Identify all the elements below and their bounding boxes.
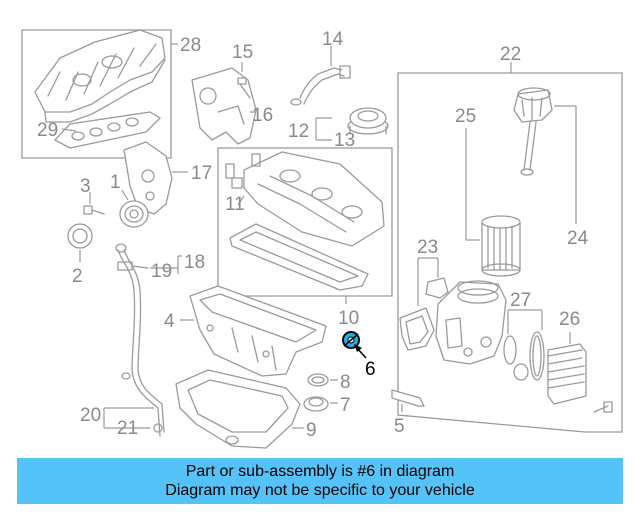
arrow-to-part-6 [354,344,367,359]
valve-cover [225,151,385,247]
o-rings [503,331,545,381]
callout-3: 3 [80,176,91,197]
seal-ring-8 [307,373,329,387]
callout-19: 19 [151,261,172,282]
callout-17: 17 [191,163,212,184]
intake-gasket [54,111,161,149]
callout-8: 8 [340,372,351,393]
oil-filter-housing [435,280,507,365]
breather-hose [290,65,351,106]
callout-16: 16 [252,105,273,126]
banner-line-2: Diagram may not be specific to your vehi… [165,482,475,499]
part-5 [391,389,425,407]
crank-bolt [83,205,105,215]
front-cover [123,141,173,215]
oil-cooler [547,343,613,413]
callout-26: 26 [559,309,580,330]
callout-9: 9 [306,420,317,441]
callout-18: 18 [184,252,205,273]
dipstick-clip [117,261,149,271]
callout-28: 28 [180,35,201,56]
filler-neck [231,177,243,189]
crank-seal [67,223,93,249]
callout-6: 6 [365,359,376,380]
callout-15: 15 [232,42,253,63]
callout-5: 5 [394,416,405,437]
dipstick-tube [115,243,165,437]
oil-filler-cap [347,107,389,135]
oil-filter-element [481,215,521,277]
callout-25: 25 [455,106,476,127]
callout-10: 10 [338,308,359,329]
callout-14: 14 [322,29,344,50]
callout-23: 23 [417,237,438,258]
cylinder-head-cover-frame [217,147,393,297]
oil-filter-housing-frame [397,72,623,433]
callout-24: 24 [567,228,589,249]
callout-20: 20 [80,405,101,426]
info-banner: Part or sub-assembly is #6 in diagram Di… [17,458,623,504]
callout-11: 11 [225,194,245,215]
intake-manifold [34,29,166,123]
oil-filter-cap [513,87,553,176]
pulley [119,200,149,228]
callout-4: 4 [164,311,175,332]
callout-13: 13 [334,130,355,151]
callout-22: 22 [500,44,521,65]
bolt-16 [237,77,251,99]
callout-2: 2 [72,266,83,287]
upper-oil-pan [189,285,327,377]
drain-plug-7 [303,396,329,412]
part-6-highlighted[interactable] [342,331,360,349]
callout-27: 27 [510,290,531,311]
banner-line-1: Part or sub-assembly is #6 in diagram [185,463,455,480]
callout-12: 12 [288,121,309,142]
callout-7: 7 [340,395,351,416]
intake-manifold-frame [21,29,172,159]
upper-timing-cover [191,67,257,145]
lower-oil-pan [175,369,301,449]
callout-21: 21 [117,418,138,439]
housing-gaskets [399,277,449,351]
callout-29: 29 [37,120,58,141]
valve-cover-gasket [229,223,369,291]
callout-1: 1 [110,172,121,193]
